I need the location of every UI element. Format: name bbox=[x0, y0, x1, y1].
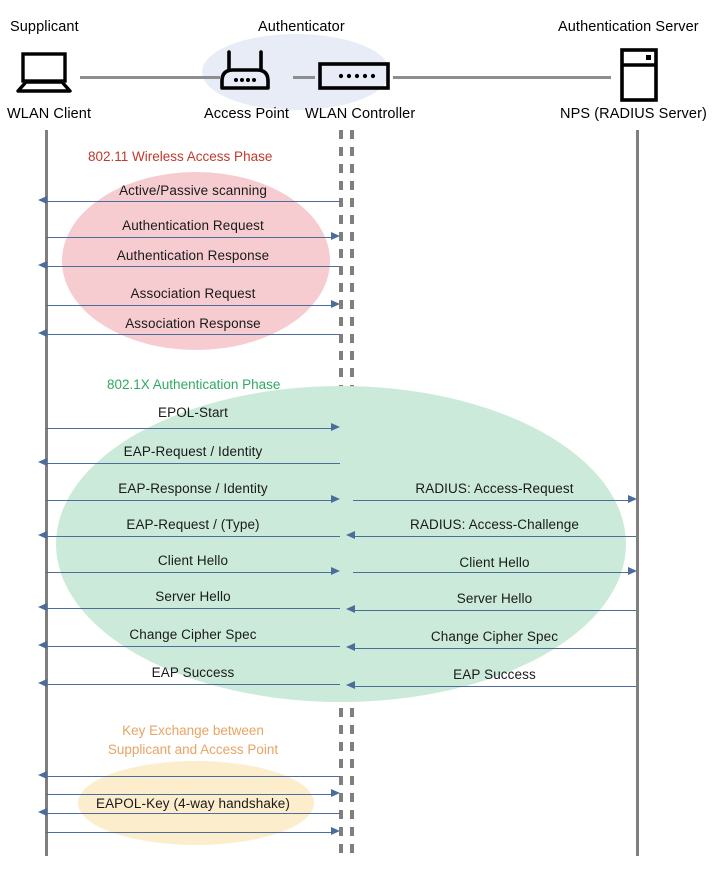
message-label: Association Response bbox=[125, 316, 261, 331]
lifeline-authentication-server bbox=[636, 130, 639, 856]
phase-key-exchange-title-line1: Key Exchange between bbox=[122, 723, 264, 738]
message-label: Association Request bbox=[130, 286, 256, 301]
arrow-head-right-icon bbox=[331, 827, 340, 835]
actor-device-access-point: Access Point bbox=[204, 106, 290, 122]
message-label: EAP-Request / Identity bbox=[123, 444, 263, 459]
arrow-head-right-icon bbox=[331, 495, 340, 503]
arrow-head-left-icon bbox=[38, 531, 47, 539]
message-label: Change Cipher Spec bbox=[129, 627, 257, 642]
message-label: EAP-Response / Identity bbox=[118, 481, 268, 496]
arrow-head-left-icon bbox=[38, 641, 47, 649]
arrow-head-right-icon bbox=[628, 567, 637, 575]
arrow-head-right-icon bbox=[331, 423, 340, 431]
message-label: Server Hello bbox=[456, 591, 533, 606]
authenticator-highlight-blob bbox=[202, 34, 390, 110]
arrow-head-left-icon bbox=[38, 261, 47, 269]
wire-controller-to-server bbox=[393, 76, 611, 79]
arrow-head-left-icon bbox=[346, 531, 355, 539]
access-point-icon bbox=[217, 49, 273, 93]
message-label: Server Hello bbox=[155, 589, 231, 604]
wire-ap-to-controller bbox=[293, 76, 315, 79]
message-label: Authentication Response bbox=[116, 248, 270, 263]
phase-8021x-title: 802.1X Authentication Phase bbox=[107, 377, 281, 392]
message-label: Authentication Request bbox=[122, 218, 264, 233]
message-label: EAP Success bbox=[453, 667, 536, 682]
message-label: Change Cipher Spec bbox=[430, 629, 559, 644]
arrow-head-left-icon bbox=[38, 458, 47, 466]
phase-80211-title: 802.11 Wireless Access Phase bbox=[88, 149, 273, 164]
arrow-head-left-icon bbox=[38, 771, 47, 779]
arrow-head-right-icon bbox=[628, 495, 637, 503]
actor-role-authenticator: Authenticator bbox=[258, 19, 345, 35]
arrow-head-left-icon bbox=[346, 681, 355, 689]
lifeline-supplicant bbox=[45, 130, 48, 856]
wlan-controller-icon bbox=[318, 62, 390, 90]
actor-device-nps-radius-server: NPS (RADIUS Server) bbox=[560, 106, 707, 122]
message-label: Client Hello bbox=[459, 555, 530, 570]
arrow-head-left-icon bbox=[38, 679, 47, 687]
laptop-icon bbox=[14, 52, 74, 94]
message-label: EPOL-Start bbox=[157, 405, 229, 420]
phase-key-exchange-title-line2: Supplicant and Access Point bbox=[107, 742, 279, 757]
actor-role-authentication-server: Authentication Server bbox=[558, 19, 699, 35]
message-label: RADIUS: Access-Request bbox=[415, 481, 574, 496]
arrow-head-left-icon bbox=[38, 808, 47, 816]
server-icon bbox=[618, 48, 660, 102]
arrow-head-left-icon bbox=[38, 603, 47, 611]
actor-device-wlan-controller: WLAN Controller bbox=[305, 106, 416, 122]
arrow-head-right-icon bbox=[331, 567, 340, 575]
wire-client-to-ap bbox=[80, 76, 220, 79]
arrow-head-left-icon bbox=[38, 329, 47, 337]
arrow-head-left-icon bbox=[346, 605, 355, 613]
actor-device-wlan-client: WLAN Client bbox=[7, 106, 92, 122]
message-label-eapol-key-group: EAPOL-Key (4-way handshake) bbox=[95, 796, 291, 811]
arrow-head-left-icon bbox=[38, 196, 47, 204]
arrow-head-right-icon bbox=[331, 789, 340, 797]
arrow-head-right-icon bbox=[331, 300, 340, 308]
message-label: Active/Passive scanning bbox=[119, 183, 267, 198]
actor-role-supplicant: Supplicant bbox=[10, 19, 79, 35]
message-label: RADIUS: Access-Challenge bbox=[410, 517, 579, 532]
message-label: EAP Success bbox=[151, 665, 235, 680]
message-label: Client Hello bbox=[157, 553, 229, 568]
arrow-head-left-icon bbox=[346, 643, 355, 651]
phase-key-exchange-ellipse bbox=[78, 761, 314, 845]
phase-8021x-ellipse bbox=[56, 386, 626, 702]
message-label: EAP-Request / (Type) bbox=[126, 517, 260, 532]
arrow-head-right-icon bbox=[331, 232, 340, 240]
